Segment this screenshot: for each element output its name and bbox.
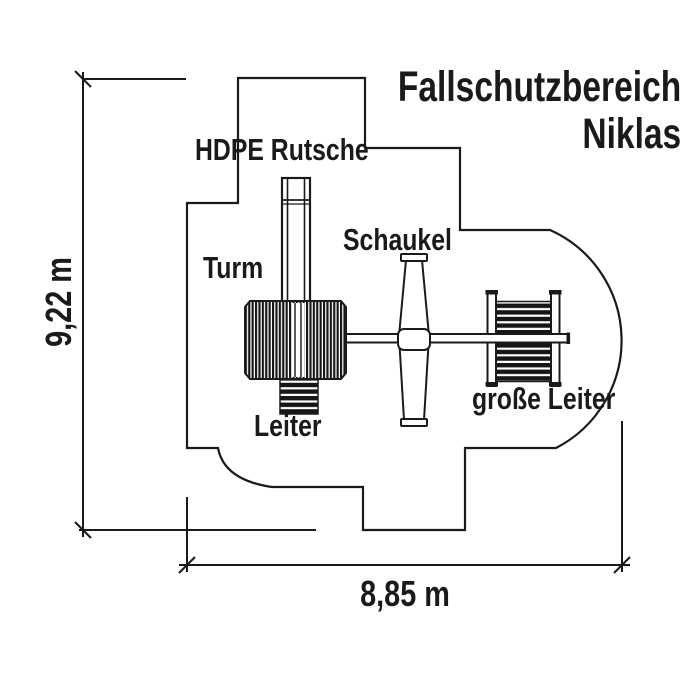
height-tick-top <box>74 70 92 88</box>
width-tick-left <box>178 556 196 574</box>
slide-shape <box>280 176 312 304</box>
label-grosse-leiter: große Leiter <box>472 381 616 416</box>
width-dimension-label: 8,85 m <box>360 573 450 614</box>
drawing-title-line1: Fallschutzbereich <box>397 63 681 111</box>
protection-zone-outline <box>185 76 623 532</box>
label-schaukel: Schaukel <box>343 222 452 257</box>
width-dimension <box>178 421 631 574</box>
ladder-shape <box>279 378 319 415</box>
height-dimension <box>74 70 316 539</box>
label-turm: Turm <box>203 250 264 285</box>
swing-center-band <box>397 328 431 351</box>
height-dimension-label: 9,22 m <box>38 257 79 347</box>
width-tick-right <box>613 556 631 574</box>
drawing-title: Fallschutzbereich Niklas <box>398 64 681 158</box>
label-leiter: Leiter <box>254 408 322 443</box>
swing-top-cap <box>400 253 428 262</box>
height-tick-bottom <box>74 521 92 539</box>
label-hdpe-rutsche: HDPE Rutsche <box>195 132 369 167</box>
drawing-title-line2: Niklas <box>582 110 681 158</box>
tower-drum-shape <box>244 300 347 380</box>
crossbeam-shape <box>345 332 571 344</box>
crossbeam-end-cap <box>566 332 571 344</box>
swing-bottom-cap <box>400 418 428 427</box>
